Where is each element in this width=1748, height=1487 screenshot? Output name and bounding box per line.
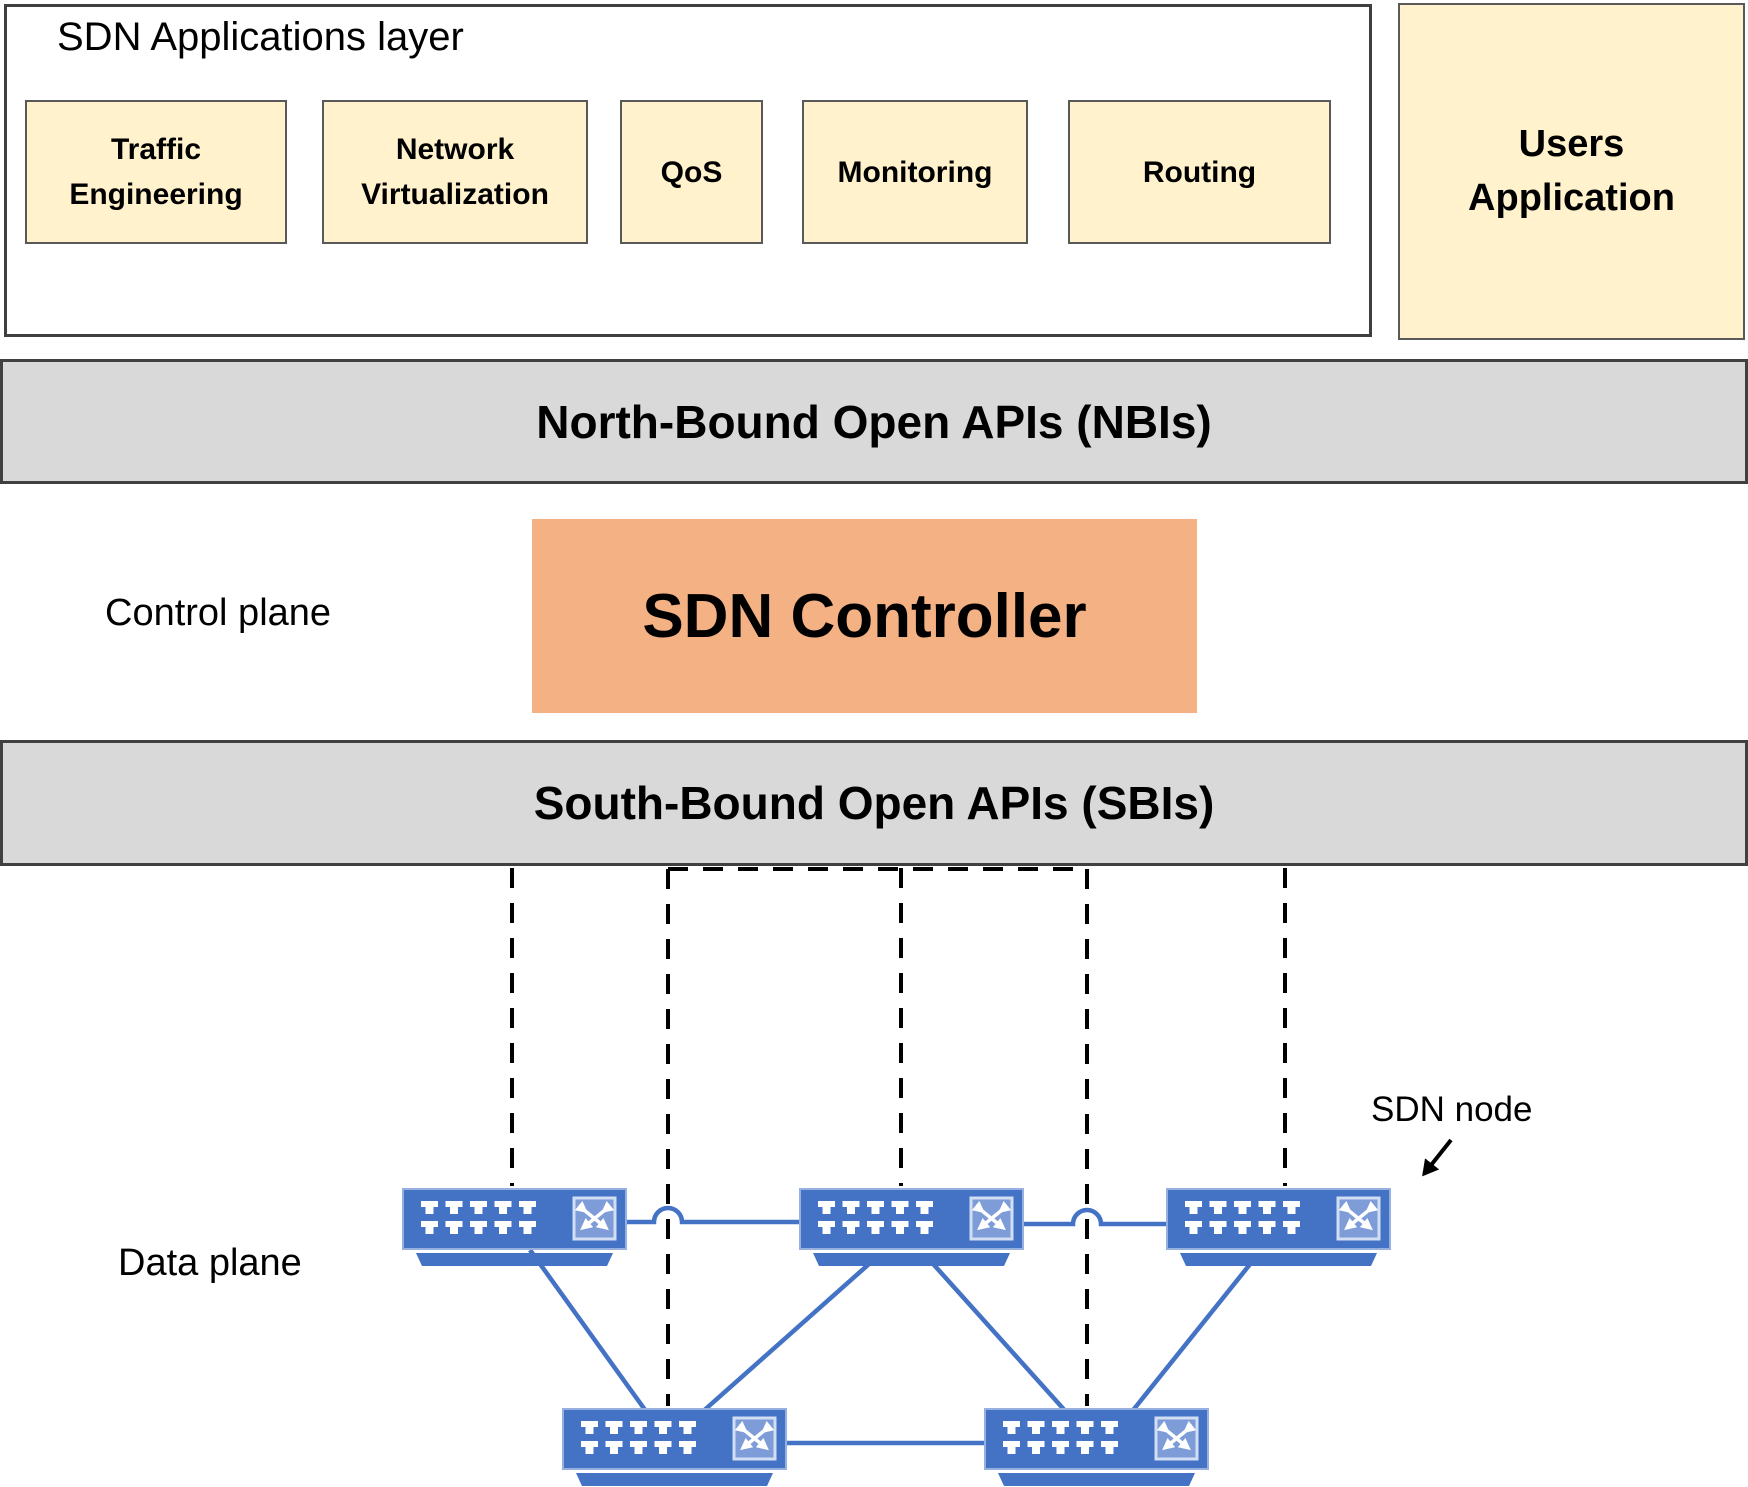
sdn-switch-node-top2 <box>800 1189 1023 1266</box>
data-plane-label: Data plane <box>118 1242 302 1284</box>
south-bound-api-label: South-Bound Open APIs (SBIs) <box>533 777 1215 829</box>
users-application-box: Users Application <box>1398 3 1745 340</box>
controller-node-dashed-links <box>510 867 1287 1406</box>
north-bound-api-bar: North-Bound Open APIs (NBIs) <box>0 359 1748 484</box>
link-top2-bottom2 <box>924 1254 1070 1416</box>
control-plane-label: Control plane <box>105 592 332 634</box>
sdn-switch-node-bottom2 <box>985 1409 1208 1486</box>
users-application-label: Users Application <box>1468 123 1675 219</box>
app-box-label: Network Virtualization <box>361 133 549 211</box>
sdn-switch-node-top1 <box>403 1189 626 1266</box>
sdn-applications-layer-box: SDN Applications layer Traffic Engineeri… <box>4 4 1372 337</box>
app-box-label: Routing <box>1142 155 1257 189</box>
sdn-switch-node-top3 <box>1167 1189 1390 1266</box>
app-box-network-virtualization: Network Virtualization <box>322 100 588 244</box>
app-box-label: Monitoring <box>837 155 993 189</box>
app-box-traffic-engineering: Traffic Engineering <box>25 100 287 244</box>
app-box-qos: QoS <box>620 100 763 244</box>
sdn-node-arrow-icon <box>1422 1138 1453 1177</box>
sdn-controller-box: SDN Controller <box>532 519 1197 713</box>
link-top1-bottom1 <box>528 1248 650 1416</box>
link-top2-top3 <box>1023 1207 1169 1227</box>
app-layer-title: SDN Applications layer <box>57 15 464 59</box>
app-box-label: QoS <box>660 155 723 189</box>
south-bound-api-bar: South-Bound Open APIs (SBIs) <box>0 740 1748 866</box>
app-box-routing: Routing <box>1068 100 1331 244</box>
link-top2-bottom1 <box>698 1254 880 1416</box>
switch-links <box>528 1205 1257 1446</box>
sdn-node-label: SDN node <box>1371 1090 1533 1129</box>
sdn-controller-label: SDN Controller <box>642 581 1087 651</box>
app-box-label: Traffic Engineering <box>69 133 243 211</box>
app-box-monitoring: Monitoring <box>802 100 1028 244</box>
sdn-switch-node-bottom1 <box>563 1409 786 1486</box>
link-top3-bottom2 <box>1128 1256 1257 1416</box>
north-bound-api-label: North-Bound Open APIs (NBIs) <box>536 395 1212 448</box>
link-top1-top2 <box>626 1205 802 1225</box>
